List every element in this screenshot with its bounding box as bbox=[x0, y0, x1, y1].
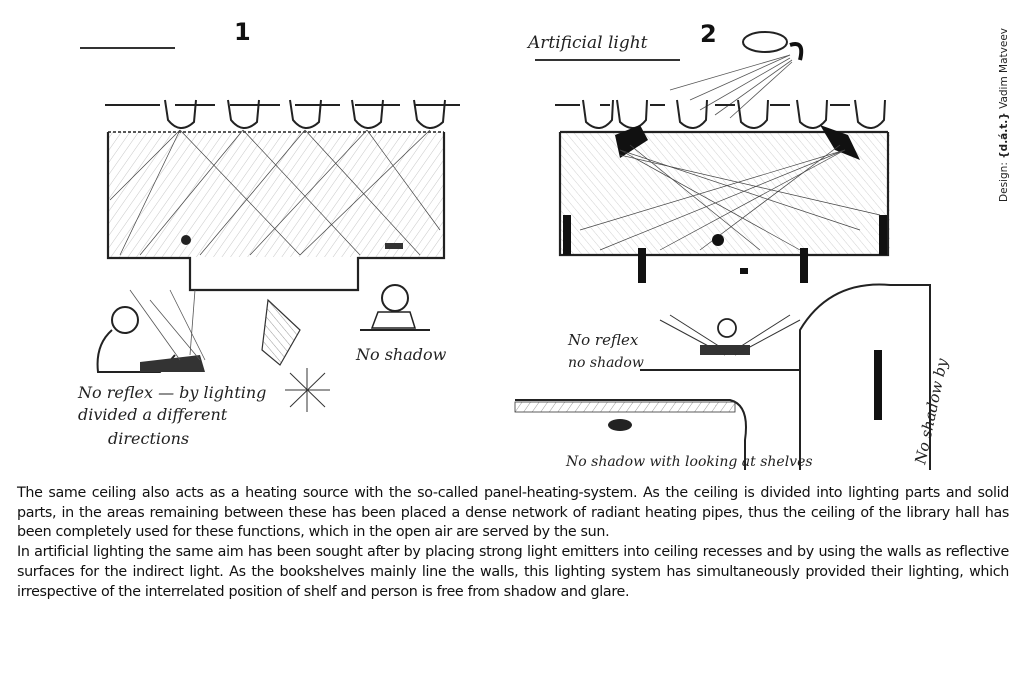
figure-2-sketch: Artificial light 2 bbox=[514, 20, 951, 470]
note-no-reflex-2: divided a different bbox=[78, 405, 228, 424]
paragraph-2: In artificial lighting the same aim has … bbox=[17, 544, 1009, 600]
body-text: The same ceiling also acts as a heating … bbox=[17, 484, 1009, 602]
design-credit: Design: {d.á.t.} Vadim Matveev bbox=[998, 28, 1010, 202]
sketch-area: 1 bbox=[77, 18, 951, 470]
label-artificial-light: Artificial light bbox=[526, 33, 648, 53]
note-side: No shadow by bbox=[911, 356, 951, 466]
figure-1-sketch: 1 bbox=[77, 18, 460, 448]
note-no-reflex-2b: No reflex bbox=[567, 331, 639, 349]
credit-name: Vadim Matveev bbox=[998, 28, 1010, 113]
note-no-reflex: No reflex — by lighting bbox=[77, 383, 266, 402]
note-shelves: No shadow with looking at shelves bbox=[565, 454, 813, 470]
note-no-reflex-3: directions bbox=[108, 429, 189, 448]
credit-prefix: Design: bbox=[998, 158, 1010, 202]
figure-1-number: 1 bbox=[234, 18, 251, 46]
credit-studio: {d.á.t.} bbox=[998, 112, 1010, 159]
note-no-shadow-2b: no shadow bbox=[568, 355, 644, 371]
paragraph-1: The same ceiling also acts as a heating … bbox=[17, 485, 1009, 541]
note-no-shadow: No shadow bbox=[355, 345, 447, 364]
figure-2-number: 2 bbox=[700, 20, 717, 48]
